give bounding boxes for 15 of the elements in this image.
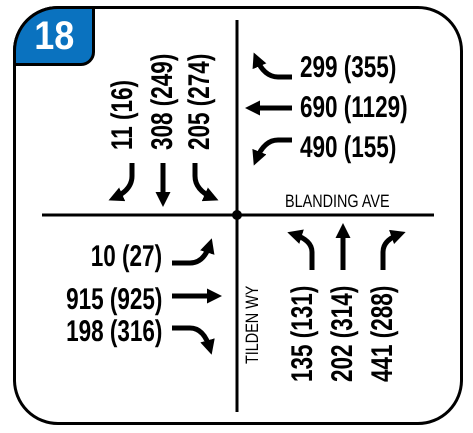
volume-count: 205 (274) xyxy=(185,54,215,150)
volume-count: 441 (288) xyxy=(368,286,398,382)
badge-number: 18 xyxy=(34,16,74,56)
volume-count: 135 (131) xyxy=(288,286,318,382)
volume-count: 490 (155) xyxy=(300,133,396,163)
volume-count: 10 (27) xyxy=(90,242,162,272)
volume-count: 690 (1129) xyxy=(300,93,408,123)
volume-count: 11 (16) xyxy=(108,80,138,150)
volume-count: 299 (355) xyxy=(300,53,396,83)
volume-count: 915 (925) xyxy=(66,285,162,315)
volume-count: 202 (314) xyxy=(328,286,358,382)
street-name: BLANDING AVE xyxy=(285,191,390,211)
volume-count: 308 (249) xyxy=(148,54,178,150)
volume-count: 198 (316) xyxy=(66,317,162,347)
street-name: TILDEN WY xyxy=(242,286,262,364)
